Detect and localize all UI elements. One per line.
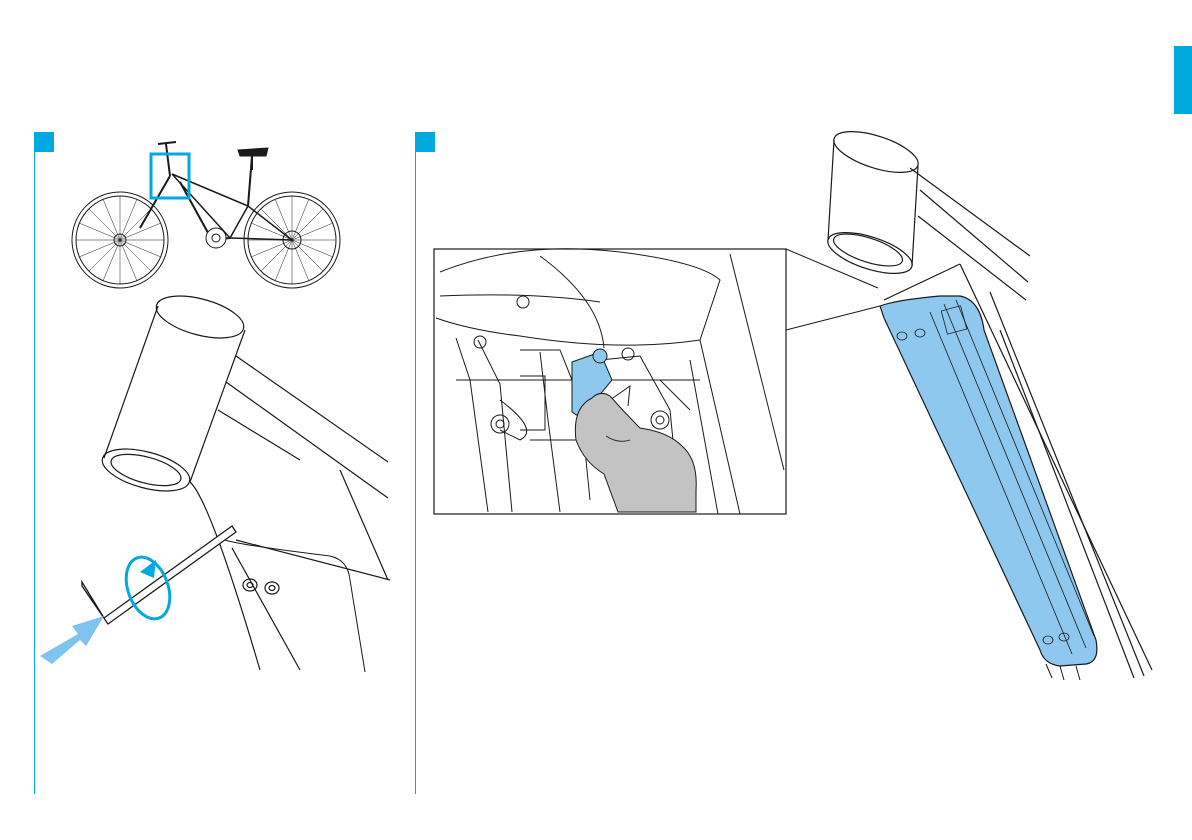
- push-arrow-icon: [40, 616, 104, 664]
- rotation-arrowhead-icon: [140, 560, 156, 578]
- bike-overview-icon: [72, 142, 340, 288]
- frame-lower: [1046, 664, 1080, 680]
- latch-zoom-inset: [434, 249, 880, 514]
- head-tube-detail: [82, 288, 390, 672]
- battery-cover-highlight: [880, 296, 1097, 666]
